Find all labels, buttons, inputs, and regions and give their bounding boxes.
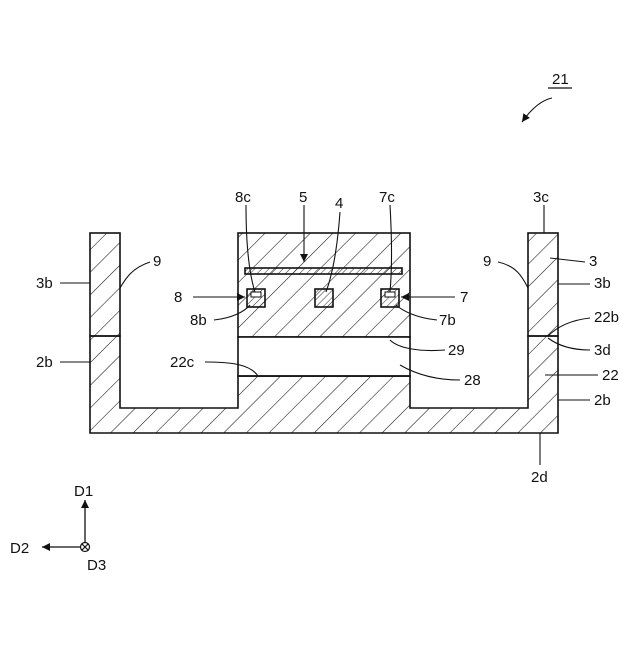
label-8: 8	[174, 289, 182, 306]
axis-d2-label: D2	[10, 540, 29, 557]
label-3-right: 3	[589, 253, 597, 270]
central-block-3	[238, 233, 410, 337]
label-3b-left: 3b	[36, 275, 53, 292]
label-2b-right: 2b	[594, 392, 611, 409]
label-7b: 7b	[439, 312, 456, 329]
label-29: 29	[448, 342, 465, 359]
axis-d1-label: D1	[74, 483, 93, 500]
label-3c: 3c	[533, 189, 549, 206]
plate-5	[245, 268, 402, 274]
label-22b: 22b	[594, 309, 619, 326]
label-28: 28	[464, 372, 481, 389]
label-7: 7	[460, 289, 468, 306]
label-8c: 8c	[235, 189, 251, 206]
label-22: 22	[602, 367, 619, 384]
label-22c: 22c	[170, 354, 195, 371]
label-4: 4	[335, 195, 343, 212]
label-3b-right: 3b	[594, 275, 611, 292]
label-9-right: 9	[483, 253, 491, 270]
element-8c-top	[251, 292, 261, 297]
label-8b: 8b	[190, 312, 207, 329]
label-7c: 7c	[379, 189, 395, 206]
label-2d: 2d	[531, 469, 548, 486]
d3-into-page-icon	[81, 543, 90, 552]
element-7c-top	[385, 292, 395, 297]
leader-9-left	[120, 262, 150, 288]
layer-29	[238, 337, 410, 376]
label-5: 5	[299, 189, 307, 206]
label-9-left: 9	[153, 253, 161, 270]
ref-numeral-arrow	[522, 98, 552, 122]
label-3d: 3d	[594, 342, 611, 359]
left-wall-3b	[90, 233, 120, 336]
element-4	[315, 289, 333, 307]
right-wall-3b	[528, 233, 558, 336]
axis-d3-label: D3	[87, 557, 106, 574]
ref-numeral: 21	[552, 71, 569, 88]
leader-9-right	[498, 262, 528, 288]
label-2b-left: 2b	[36, 354, 53, 371]
